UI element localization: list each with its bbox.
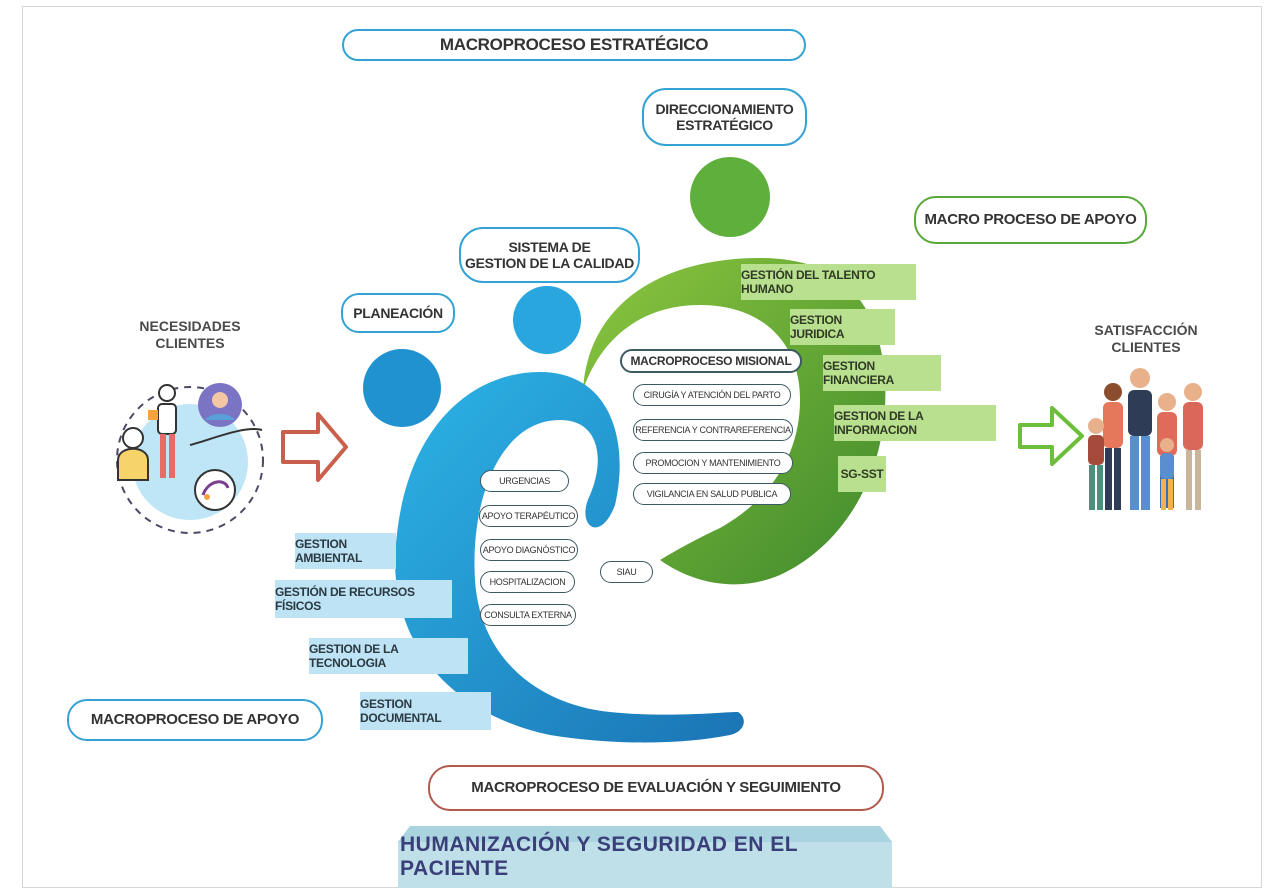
misional-item-cirugia: CIRUGÍA Y ATENCIÓN DEL PARTO (633, 384, 791, 406)
satisfaction-label: SATISFACCIÓN CLIENTES (1094, 322, 1198, 355)
support-blue-recursos: GESTIÓN DE RECURSOS FÍSICOS (275, 580, 452, 618)
misional-item-consulta: CONSULTA EXTERNA (480, 604, 576, 626)
support-blue-tecnologia: GESTION DE LA TECNOLOGIA (309, 638, 468, 674)
support-blue-documental: GESTION DOCUMENTAL (360, 692, 491, 730)
support-green-informacion: GESTION DE LA INFORMACION (834, 405, 996, 441)
macro-apoyo-right: MACRO PROCESO DE APOYO (914, 196, 1147, 244)
planeacion-head (363, 349, 441, 427)
support-green-financiera: GESTION FINANCIERA (823, 355, 941, 391)
support-green-talento: GESTIÓN DEL TALENTO HUMANO (741, 264, 916, 300)
blue-swoosh (395, 372, 744, 743)
misional-title: MACROPROCESO MISIONAL (620, 349, 802, 373)
planeacion-node: PLANEACIÓN (341, 293, 455, 333)
evaluation-node: MACROPROCESO DE EVALUACIÓN Y SEGUIMIENTO (428, 765, 884, 811)
macro-apoyo-left: MACROPROCESO DE APOYO (67, 699, 323, 741)
output-arrow (1018, 406, 1084, 466)
misional-item-promocion: PROMOCION Y MANTENIMIENTO (633, 452, 793, 474)
support-green-juridica: GESTION JURIDICA (790, 309, 895, 345)
input-arrow (281, 412, 348, 482)
strategic-title: MACROPROCESO ESTRATÉGICO (342, 29, 806, 61)
support-green-sgsst: SG-SST (838, 456, 886, 492)
family-illustration (1088, 368, 1203, 510)
misional-item-referencia: REFERENCIA Y CONTRAREFERENCIA (633, 419, 793, 441)
sistema-calidad-node: SISTEMA DE GESTION DE LA CALIDAD (459, 227, 640, 283)
direccionamiento-node: DIRECCIONAMIENTO ESTRATÉGICO (642, 88, 807, 146)
needs-label: NECESIDADES CLIENTES (139, 318, 241, 351)
misional-item-urgencias: URGENCIAS (480, 470, 569, 492)
misional-item-hospitalizacion: HOSPITALIZACION (480, 571, 575, 593)
needs-illustration (116, 383, 264, 534)
misional-siau: SIAU (600, 561, 653, 583)
misional-item-vigilancia: VIGILANCIA EN SALUD PUBLICA (633, 483, 791, 505)
direccionamiento-head (690, 157, 770, 237)
banner-text: HUMANIZACIÓN Y SEGURIDAD EN EL PACIENTE (400, 833, 798, 880)
misional-item-terapeutico: APOYO TERAPÉUTICO (479, 505, 578, 527)
sistema-head (513, 286, 581, 354)
support-blue-ambiental: GESTION AMBIENTAL (295, 533, 396, 569)
misional-item-diagnostico: APOYO DIAGNÓSTICO (480, 539, 578, 561)
